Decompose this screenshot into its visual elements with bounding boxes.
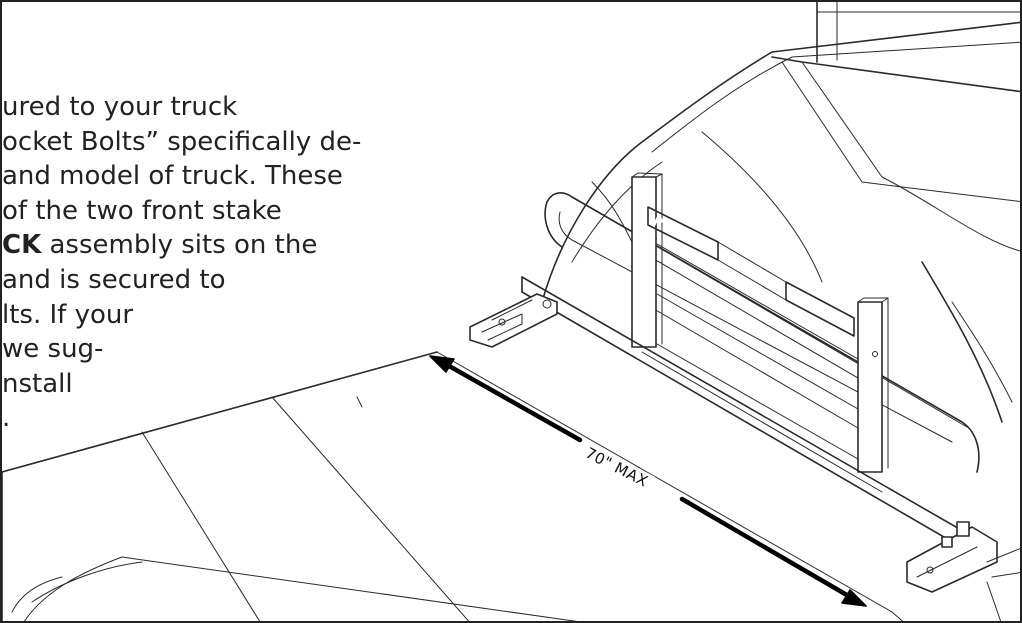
text-line-6: and is secured to [2,265,226,295]
text-line-7: lts. If your [2,299,134,330]
text-line-2: ocket Bolts” specifically de- [2,126,362,157]
text-line-3: and model of truck. These [2,161,343,192]
truck-cab [541,2,1020,423]
text-line-5: CK assembly sits on the [2,230,318,261]
bed-rails [469,276,1020,621]
rack-frame: RACK RACK [544,172,980,493]
dimension-arrow [429,355,867,607]
text-line-1: ured to your truck [2,92,238,122]
text-line-10: . [2,403,11,434]
text-line-9: nstall [2,368,73,399]
text-line-4: of the two front stake [2,195,282,226]
text-line-8: we sug- [2,334,104,365]
tonneau-cover [2,351,904,621]
rack-badge-right: RACK [788,289,834,322]
